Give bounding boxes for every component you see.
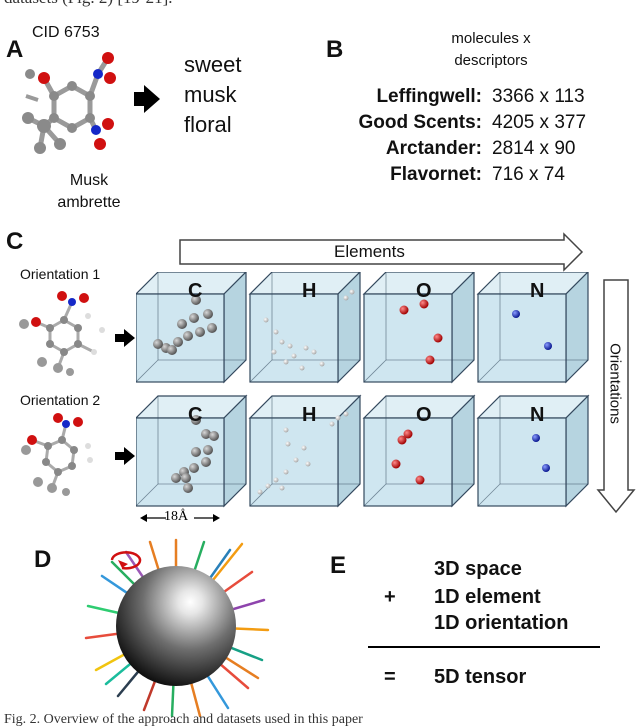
- tensor-dim-space: 3D space: [434, 558, 522, 580]
- arrow-right-icon: [115, 329, 135, 347]
- methyl-line: [25, 94, 39, 102]
- arrow-right-icon: [134, 85, 160, 113]
- panel-c-letter: C: [6, 228, 24, 255]
- table-header-line2: descriptors: [454, 52, 528, 69]
- panel-a-letter: A: [6, 36, 24, 63]
- element-label-carbon: C: [188, 404, 203, 426]
- element-label-oxygen: O: [416, 280, 432, 302]
- element-label-nitrogen: N: [530, 404, 545, 426]
- musk-ambrette-molecule: [22, 52, 116, 154]
- dataset-row: Leffingwell: 3366 x 113: [306, 86, 586, 112]
- rotation-sphere: [84, 538, 270, 718]
- elements-arrow: [179, 232, 584, 272]
- table-header-line1: molecules x: [451, 30, 531, 47]
- scale-label: 18Å: [164, 509, 189, 524]
- tensor-dim-orientation: 1D orientation: [434, 612, 569, 634]
- orientation-2-label: Orientation 2: [20, 392, 101, 408]
- sum-divider: [368, 646, 600, 648]
- odor-floral: floral: [184, 112, 232, 137]
- rotation-arrow-icon: [110, 551, 142, 570]
- elements-label: Elements: [334, 242, 405, 261]
- oxygen-atoms-o1: [399, 299, 443, 365]
- cid-label: CID 6753: [32, 24, 100, 41]
- dataset-name: Good Scents:: [358, 112, 482, 133]
- equals-sign: =: [384, 666, 396, 688]
- oxygen-atoms-o2: [391, 429, 425, 485]
- element-label-oxygen: O: [416, 404, 432, 426]
- element-label-carbon: C: [188, 280, 203, 302]
- dataset-row: Arctander: 2814 x 90: [306, 138, 586, 164]
- panel-b-letter: B: [326, 36, 344, 63]
- orientations-arrow: [596, 279, 636, 514]
- plus-sign: +: [384, 586, 396, 608]
- orientation-1-label: Orientation 1: [20, 266, 101, 282]
- dataset-size: 4205 x 377: [492, 112, 587, 133]
- dataset-size: 2814 x 90: [492, 138, 576, 159]
- tensor-dim-element: 1D element: [434, 586, 541, 608]
- dataset-name: Flavornet:: [390, 164, 482, 185]
- bottom-caption: Fig. 2. Overview of the approach and dat…: [4, 712, 363, 727]
- nitrogen-atoms-o2: [532, 434, 550, 472]
- odor-musk: musk: [184, 82, 237, 107]
- top-caption: datasets (Fig. 2) [19-21].: [4, 0, 173, 8]
- dataset-row: Good Scents: 4205 x 377: [306, 112, 586, 138]
- sphere: [116, 566, 236, 686]
- odor-sweet: sweet: [184, 52, 242, 77]
- dataset-table: Leffingwell: 3366 x 113 Good Scents: 4205 …: [306, 86, 586, 190]
- panel-e-letter: E: [330, 552, 347, 579]
- arrow-right-icon: [115, 447, 135, 465]
- orientations-label: Orientations: [606, 343, 624, 424]
- carbon-atoms-o1: [153, 295, 217, 355]
- dataset-size: 3366 x 113: [492, 86, 585, 107]
- scale-bar: [140, 514, 220, 522]
- molecule-orientation-2: [21, 413, 93, 496]
- element-label-nitrogen: N: [530, 280, 545, 302]
- dataset-name: Arctander:: [385, 138, 482, 159]
- element-label-hydrogen: H: [302, 404, 317, 426]
- molecule-orientation-1: [19, 291, 105, 376]
- hydrogen-atoms-o2: [257, 411, 349, 495]
- tensor-cube-grid: [136, 272, 589, 507]
- molecule-name-line2: ambrette: [57, 194, 121, 211]
- dataset-size: 716 x 74: [492, 164, 565, 185]
- nitrogen-atoms-o1: [512, 310, 552, 350]
- dataset-name: Leffingwell:: [376, 86, 482, 107]
- hydrogen-atoms-o1: [263, 289, 355, 371]
- element-label-hydrogen: H: [302, 280, 317, 302]
- molecule-name-line1: Musk: [69, 172, 109, 189]
- panel-d-letter: D: [34, 546, 52, 573]
- dataset-row: Flavornet: 716 x 74: [306, 164, 586, 190]
- carbon-atoms-o2: [171, 415, 219, 493]
- tensor-result: 5D tensor: [434, 666, 527, 688]
